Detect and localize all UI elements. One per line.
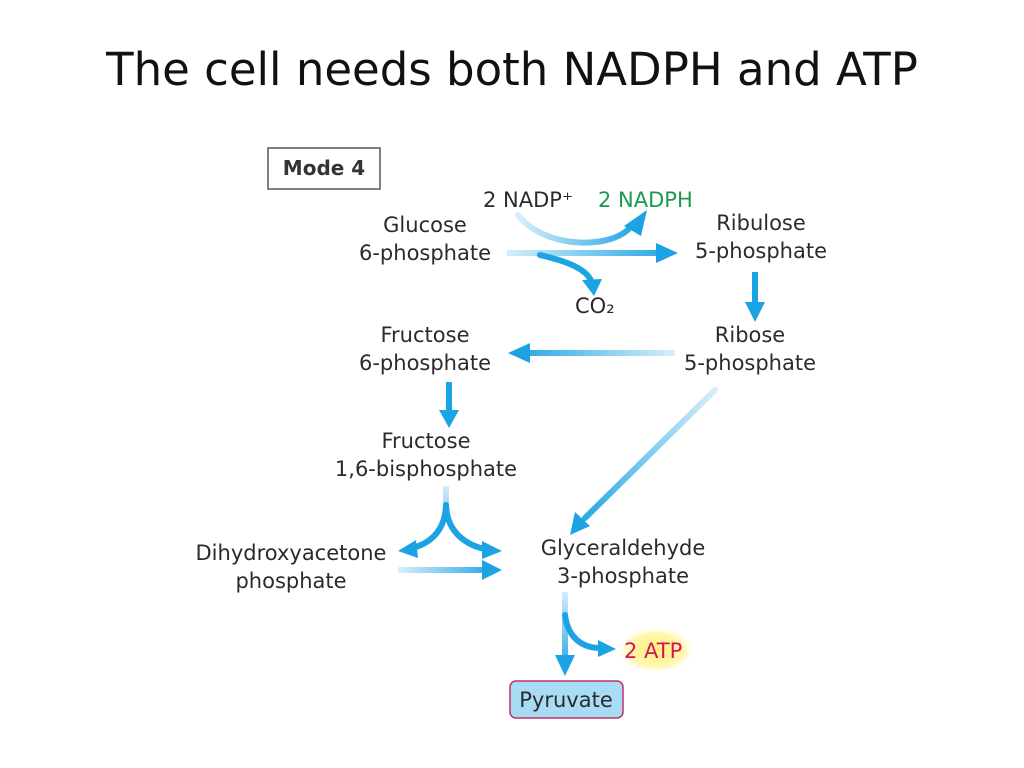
node-label-line2: 1,6-bisphosphate [335, 457, 517, 481]
node-glucose-6-phosphate: Glucose 6-phosphate [359, 213, 491, 265]
arrow-fructose6p-to-fructose16bp [439, 382, 459, 428]
nadph-label: 2 NADPH [598, 188, 693, 212]
node-label-line2: 3-phosphate [557, 564, 689, 588]
pyruvate-label: Pyruvate [519, 688, 613, 712]
node-label-line2: 6-phosphate [359, 351, 491, 375]
arrow-dhap-to-glyceraldehyde [398, 560, 502, 580]
node-label-line1: Ribulose [716, 211, 806, 235]
co2-label: CO₂ [575, 294, 615, 318]
node-label-line1: Fructose [382, 429, 471, 453]
arrow-atp-release [562, 612, 616, 657]
arrow-ribose-to-glyceraldehyde [570, 387, 718, 535]
node-label-line1: Dihydroxyacetone [196, 541, 387, 565]
node-label-line1: Fructose [381, 323, 470, 347]
nadp-plus-label: 2 NADP⁺ [483, 188, 573, 212]
node-fructose-6-phosphate: Fructose 6-phosphate [359, 323, 491, 375]
node-label-line2: 5-phosphate [695, 239, 827, 263]
node-fructose-1-6-bisphosphate: Fructose 1,6-bisphosphate [335, 429, 517, 481]
node-dihydroxyacetone-phosphate: Dihydroxyacetone phosphate [196, 541, 387, 593]
arrow-ribulose-to-ribose [745, 272, 765, 322]
arrow-ribose-to-fructose [508, 343, 675, 363]
node-label-line2: 6-phosphate [359, 241, 491, 265]
slide-title: The cell needs both NADPH and ATP [106, 43, 918, 96]
arrow-fructose-split [398, 486, 502, 559]
mode-label-box: Mode 4 [267, 147, 381, 190]
arrow-co2-release [537, 252, 602, 296]
node-ribulose-5-phosphate: Ribulose 5-phosphate [695, 211, 827, 263]
node-glyceraldehyde-3-phosphate: Glyceraldehyde 3-phosphate [541, 536, 706, 588]
node-label-line1: Glucose [383, 213, 467, 237]
node-label-line1: Glyceraldehyde [541, 536, 706, 560]
node-label-line2: phosphate [235, 569, 346, 593]
atp-badge: 2 ATP [616, 626, 696, 674]
node-label-line1: Ribose [715, 323, 785, 347]
atp-label: 2 ATP [624, 639, 682, 663]
mode-label: Mode 4 [283, 156, 365, 180]
arrow-nadp-to-nadph [515, 210, 647, 246]
node-label-line2: 5-phosphate [684, 351, 816, 375]
arrow-glucose-to-ribulose [507, 243, 678, 263]
node-pyruvate: Pyruvate [509, 680, 624, 719]
node-ribose-5-phosphate: Ribose 5-phosphate [684, 323, 816, 375]
